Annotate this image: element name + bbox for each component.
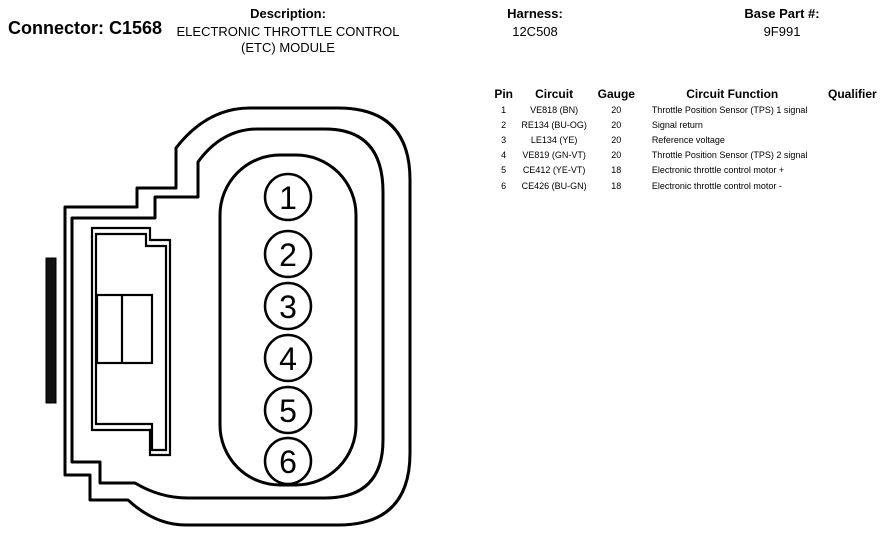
description-heading: Description:: [250, 6, 326, 21]
cell-pin: 5: [501, 165, 507, 176]
table-row: 6 CE426 (BU-GN) 18 Electronic throttle c…: [490, 178, 882, 193]
header-qualifier: Qualifier: [828, 87, 877, 101]
connector-outer-shell: [63, 106, 412, 527]
pin-5-circle: [263, 385, 313, 435]
connector-inner-shell: [70, 127, 385, 500]
pin-table-header: Pin Circuit Gauge Circuit Function Quali…: [490, 86, 882, 102]
base-part-value: 9F991: [763, 24, 801, 39]
pin-2-label: 2: [279, 237, 297, 273]
cell-pin: 6: [501, 180, 507, 191]
harness-value: 12C508: [512, 24, 558, 39]
cell-circuit: CE426 (BU-GN): [521, 180, 587, 191]
cell-gauge: 20: [611, 134, 622, 145]
mounting-rail: [45, 257, 57, 404]
cell-circuit: RE134 (BU-OG): [521, 119, 587, 130]
pin-3-label: 3: [279, 289, 297, 325]
cell-function: Throttle Position Sensor (TPS) 1 signal: [651, 104, 808, 115]
pin-6-circle: [263, 436, 313, 486]
base-part-heading: Base Part #:: [744, 6, 820, 21]
cell-circuit: CE412 (YE-VT): [522, 165, 586, 176]
cell-pin: 4: [501, 150, 507, 161]
cell-function: Throttle Position Sensor (TPS) 2 signal: [651, 150, 808, 161]
header-gauge: Gauge: [597, 87, 635, 101]
header-circuit-function: Circuit Function: [686, 87, 779, 101]
latch-inner: [94, 232, 168, 452]
cell-circuit: LE134 (YE): [530, 134, 578, 145]
cell-function: Reference voltage: [651, 134, 725, 145]
cell-circuit: VE818 (BN): [530, 104, 579, 115]
cell-gauge: 20: [611, 150, 622, 161]
pin-2-circle: [263, 229, 313, 279]
latch-tab: [95, 293, 154, 365]
header-circuit: Circuit: [535, 87, 574, 101]
description-line-2: (ETC) MODULE: [241, 40, 335, 55]
table-row: 3 LE134 (YE) 20 Reference voltage: [490, 132, 882, 147]
pin-1-circle: [263, 172, 313, 222]
cell-pin: 1: [501, 104, 507, 115]
pin-4-label: 4: [279, 341, 297, 377]
pin-6-label: 6: [279, 444, 297, 480]
cell-function: Electronic throttle control motor +: [651, 165, 785, 176]
pin-1-label: 1: [279, 180, 297, 216]
table-row: 4 VE819 (GN-VT) 20 Throttle Position Sen…: [490, 148, 882, 163]
table-row: 2 RE134 (BU-OG) 20 Signal return: [490, 117, 882, 132]
pin-5-label: 5: [279, 393, 297, 429]
latch-housing: [90, 226, 172, 457]
cell-gauge: 20: [611, 104, 622, 115]
table-row: 1 VE818 (BN) 20 Throttle Position Sensor…: [490, 102, 882, 117]
description-value: ELECTRONIC THROTTLE CONTROL (ETC) MODULE: [173, 24, 403, 56]
cell-function: Electronic throttle control motor -: [651, 180, 782, 191]
description-line-1: ELECTRONIC THROTTLE CONTROL: [176, 24, 400, 39]
harness-heading: Harness:: [507, 6, 563, 21]
pin-3-circle: [263, 281, 313, 331]
table-row: 5 CE412 (YE-VT) 18 Electronic throttle c…: [490, 163, 882, 178]
cell-gauge: 18: [611, 180, 622, 191]
cell-gauge: 20: [611, 119, 622, 130]
cell-pin: 2: [501, 119, 507, 130]
pin-4-circle: [263, 333, 313, 383]
cell-function: Signal return: [651, 119, 703, 130]
pin-table: Pin Circuit Gauge Circuit Function Quali…: [490, 86, 882, 193]
connector-label: Connector: C1568: [8, 18, 163, 38]
cell-pin: 3: [501, 134, 507, 145]
header-pin: Pin: [494, 87, 514, 101]
cell-circuit: VE819 (GN-VT): [522, 150, 586, 161]
cell-gauge: 18: [611, 165, 622, 176]
